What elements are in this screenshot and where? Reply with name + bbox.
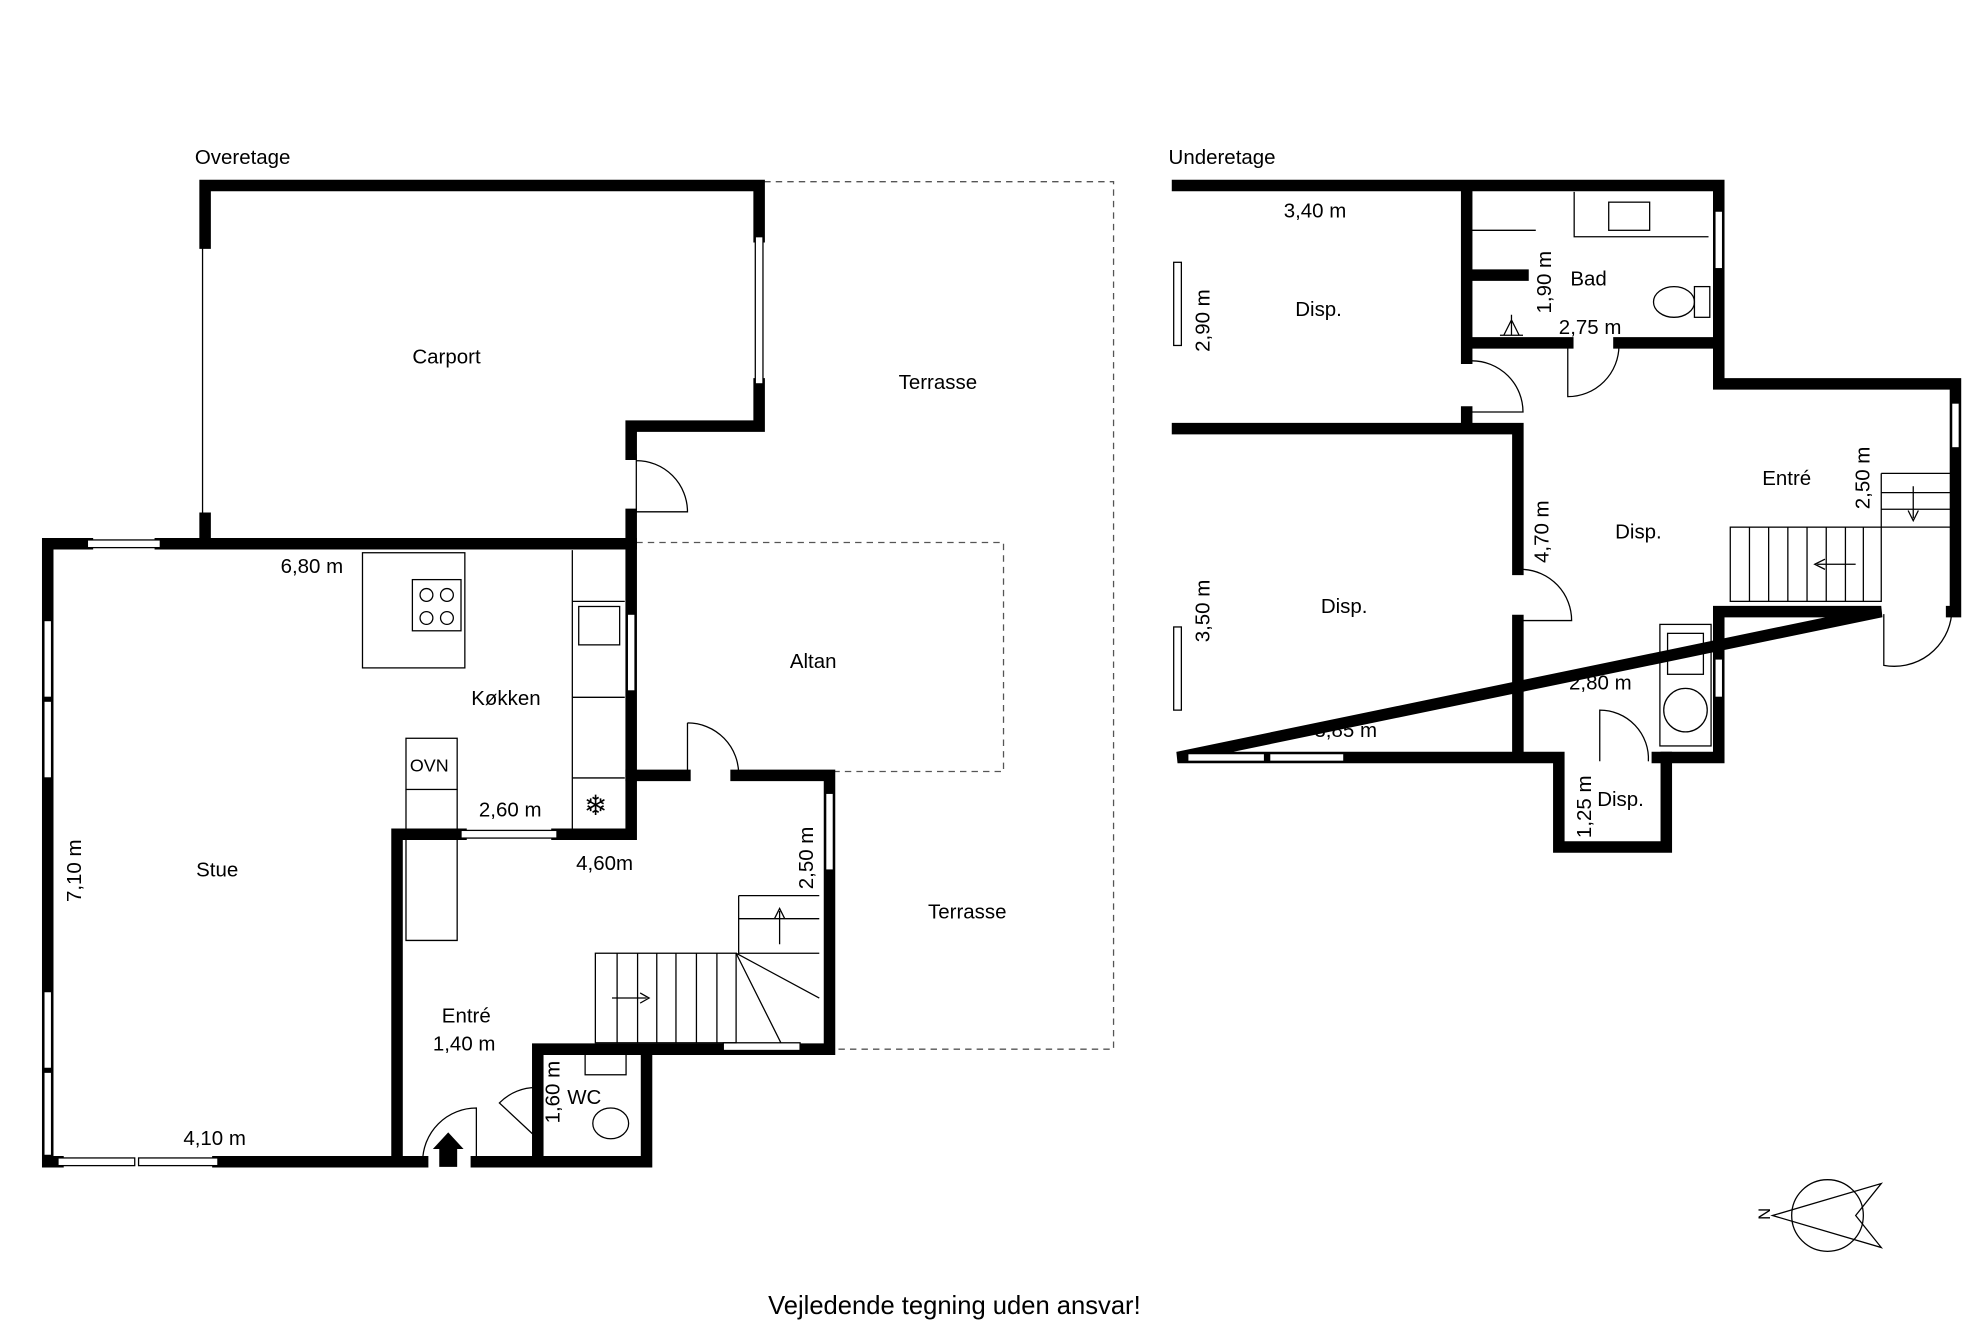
room-label-terrasse: Terrasse — [899, 371, 978, 394]
laundry-area — [1659, 623, 1712, 747]
sliding-door — [460, 829, 558, 839]
toilet-icon — [592, 1107, 630, 1140]
compass-icon: N — [1754, 1179, 1884, 1252]
oven-label: OVN — [410, 756, 449, 776]
stair-arrow-icon — [1813, 558, 1856, 570]
north-label: N — [1754, 1208, 1773, 1220]
sink-icon — [1608, 201, 1651, 231]
room-label-entre: Entré — [1762, 467, 1811, 490]
dimension: 1,40 m — [433, 1032, 496, 1055]
lower-floor-title: Underetage — [1169, 146, 1276, 169]
staircase — [1729, 472, 1952, 603]
dimension: 6,80 m — [281, 555, 344, 578]
oven — [405, 737, 458, 791]
window — [43, 619, 53, 698]
kitchen-counter — [571, 550, 625, 830]
window — [43, 990, 53, 1070]
entrance-arrow-icon — [432, 1132, 464, 1167]
dimension: 3,40 m — [1284, 200, 1347, 223]
wall — [1171, 186, 1721, 764]
window — [1714, 210, 1724, 270]
dimension: 2,50 m — [1852, 447, 1875, 510]
dryer-icon — [1663, 687, 1708, 733]
door-swing — [1883, 614, 1953, 667]
door-swing — [421, 1107, 478, 1162]
bath-counter — [1471, 191, 1709, 238]
dimension: 2,60 m — [479, 798, 542, 821]
room-label-bad: Bad — [1570, 267, 1606, 290]
upper-floor-title: Overetage — [195, 146, 291, 169]
dimension: 2,80 m — [1569, 672, 1632, 695]
door-swing — [1567, 345, 1620, 398]
window — [1173, 261, 1183, 347]
terrace-outline — [764, 181, 1115, 1050]
freezer-icon: ❄ — [584, 790, 608, 821]
room-label-carport: Carport — [412, 345, 481, 368]
stair-arrow-icon — [611, 992, 651, 1004]
toilet-tank — [1693, 285, 1711, 318]
window — [1187, 752, 1266, 762]
window — [626, 613, 636, 692]
room-label-wc: WC — [567, 1086, 601, 1109]
dimension: 2,50 m — [795, 827, 818, 890]
dimension: 3,50 m — [1192, 580, 1215, 643]
dimension: 1,25 m — [1573, 775, 1596, 838]
window — [1714, 658, 1724, 698]
drain-icon — [1499, 314, 1523, 336]
toilet-icon — [1652, 285, 1696, 318]
room-label-disp: Disp. — [1615, 521, 1662, 544]
stair-arrow-icon — [773, 907, 786, 945]
washer-icon — [1666, 632, 1705, 675]
wall — [199, 179, 765, 550]
dimension: 1,60 m — [542, 1061, 565, 1124]
room-label-disp: Disp. — [1295, 298, 1342, 321]
room-label-disp: Disp. — [1321, 595, 1368, 618]
counter — [405, 789, 458, 942]
room-label-altan: Altan — [790, 650, 837, 673]
balcony-outline — [636, 541, 1005, 773]
window — [1950, 402, 1960, 449]
disclaimer: Vejledende tegning uden ansvar! — [768, 1292, 1141, 1320]
door-swing — [498, 1086, 539, 1140]
door-swing — [1471, 360, 1524, 413]
window — [57, 1157, 136, 1167]
window — [825, 792, 834, 871]
dimension: 3,85 m — [1314, 719, 1377, 742]
dimension: 2,75 m — [1559, 316, 1622, 339]
door-swing — [1599, 709, 1650, 762]
sink-icon — [584, 1045, 627, 1076]
dimension: 4,60m — [576, 852, 633, 875]
kitchen-island — [361, 552, 466, 669]
window — [722, 1042, 801, 1052]
lower-floor: Underetage 3,40 m Disp. — [1169, 146, 1962, 853]
upper-floor: Overetage ❄ OVN — [41, 146, 1115, 1168]
window — [137, 1157, 219, 1167]
door-swing — [635, 454, 689, 513]
staircase — [594, 895, 820, 1044]
dimension: 2,90 m — [1192, 289, 1215, 352]
window — [43, 700, 53, 779]
window — [43, 1071, 53, 1157]
room-label-terrasse: Terrasse — [928, 901, 1007, 924]
sink-icon — [578, 605, 621, 646]
window — [1269, 752, 1345, 762]
wall — [393, 769, 836, 1168]
window — [86, 539, 161, 549]
stair-arrow-icon — [1907, 486, 1919, 523]
door-swing — [686, 722, 740, 776]
door-swing — [1522, 568, 1573, 622]
window — [754, 236, 764, 385]
dimension: 1,90 m — [1533, 251, 1556, 314]
dimension: 4,10 m — [183, 1127, 246, 1150]
dimension: 7,10 m — [63, 839, 86, 902]
window — [1173, 626, 1183, 711]
wall — [1171, 179, 1962, 853]
hob-icon — [411, 578, 462, 632]
room-label-kokken: Køkken — [471, 687, 540, 710]
dimension: 4,70 m — [1531, 500, 1554, 563]
room-label-entre: Entré — [442, 1004, 491, 1027]
room-label-stue: Stue — [196, 858, 238, 881]
room-label-disp: Disp. — [1597, 788, 1644, 811]
